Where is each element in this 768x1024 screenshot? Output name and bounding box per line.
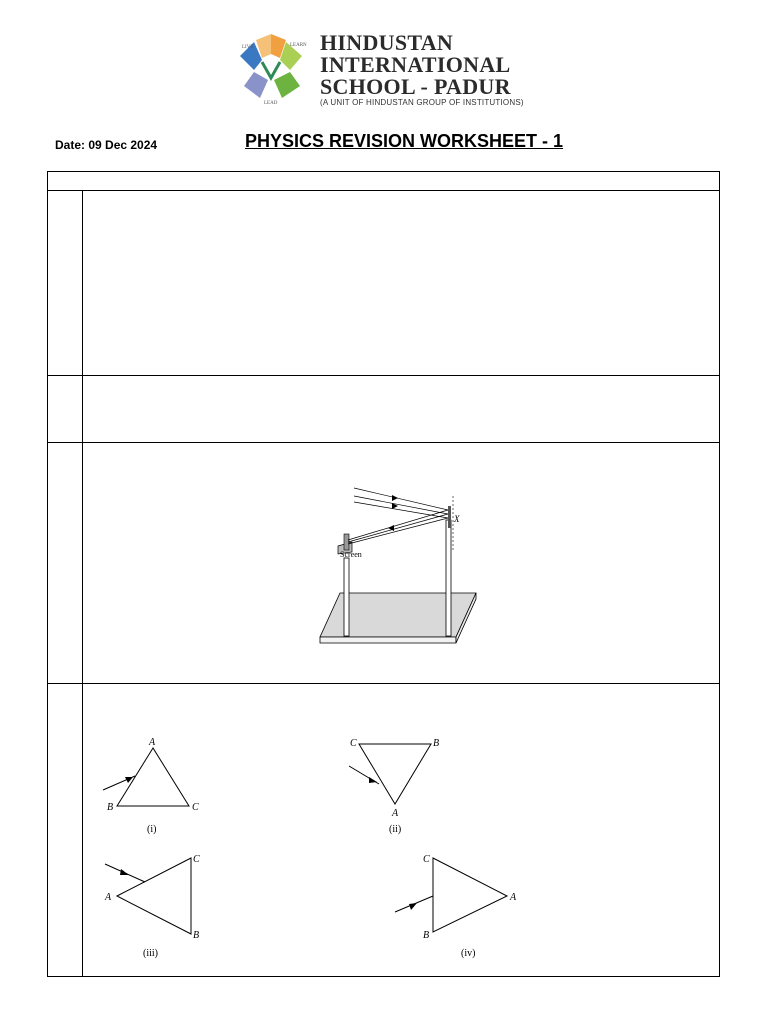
school-header: LIVE LEARN LEAD HINDUSTAN INTERNATIONAL … xyxy=(228,24,548,114)
mirror-label: X xyxy=(453,514,460,524)
question-row-divider-2 xyxy=(48,442,719,443)
prism-ii-caption: (ii) xyxy=(389,824,401,835)
prism-iv-caption: (iv) xyxy=(461,948,475,959)
worksheet-date: Date: 09 Dec 2024 xyxy=(55,138,158,152)
worksheet-title: PHYSICS REVISION WORKSHEET - 1 xyxy=(245,131,564,151)
logo-word-learn: LEARN xyxy=(290,43,307,48)
prism-iii: A C B (iii) xyxy=(104,854,200,959)
prism-iv-vertex-top: C xyxy=(423,854,430,865)
apparatus-figure: Screen X xyxy=(319,487,477,644)
question-table xyxy=(47,171,720,977)
prisms-figure: A B C (i) C B A (ii) A C B (iii) C B A (… xyxy=(102,737,517,959)
prism-i-vertex-top: A xyxy=(148,737,156,748)
school-logo-icon: LIVE LEARN LEAD xyxy=(240,34,307,106)
prism-ii-vertex-left: C xyxy=(350,738,357,749)
table-header-divider xyxy=(48,190,719,191)
prism-ii-vertex-right: B xyxy=(433,738,439,749)
prism-iii-vertex-bottom: B xyxy=(193,930,199,941)
school-name: HINDUSTAN INTERNATIONAL SCHOOL - PADUR xyxy=(320,32,511,98)
prism-iii-vertex-left: A xyxy=(104,892,112,903)
prism-i-caption: (i) xyxy=(147,824,156,835)
prism-iv-vertex-bottom: B xyxy=(423,930,429,941)
prism-ii: C B A (ii) xyxy=(348,738,439,835)
school-name-line1: HINDUSTAN xyxy=(320,30,454,55)
question-row-divider-3 xyxy=(48,683,719,684)
school-name-line3: SCHOOL - PADUR xyxy=(320,74,511,99)
prism-iii-vertex-top: C xyxy=(193,854,200,865)
prism-iv-vertex-right: A xyxy=(509,892,517,903)
school-unit-text: (A UNIT OF HINDUSTAN GROUP OF INSTITUTIO… xyxy=(320,98,524,107)
logo-word-lead: LEAD xyxy=(264,101,278,106)
prism-i: A B C (i) xyxy=(102,737,199,835)
prism-i-vertex-right: C xyxy=(192,802,199,813)
school-name-line2: INTERNATIONAL xyxy=(320,52,511,77)
prism-iii-caption: (iii) xyxy=(143,948,158,959)
logo-word-live: LIVE xyxy=(242,45,253,50)
prism-i-vertex-left: B xyxy=(107,802,113,813)
prism-iv: C B A (iv) xyxy=(394,854,517,959)
prism-ii-vertex-bottom: A xyxy=(391,808,399,819)
screen-label: Screen xyxy=(340,550,362,559)
question-row-divider-1 xyxy=(48,375,719,376)
question-number-column-divider xyxy=(82,190,83,976)
